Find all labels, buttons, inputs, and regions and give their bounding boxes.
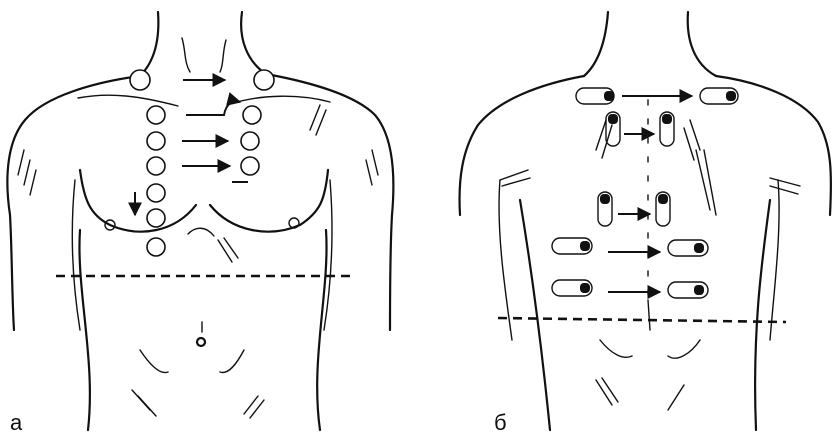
lower-back-right-crease (668, 340, 700, 410)
figure-label-a: а (10, 410, 23, 435)
percussion-point (130, 70, 150, 90)
finger-icon (552, 238, 592, 254)
left-arm-inner (499, 180, 512, 340)
percussion-point (147, 184, 165, 202)
left-torso-side (79, 230, 89, 430)
neck-muscle-right (220, 40, 226, 72)
neck-left-line (584, 12, 608, 76)
right-torso-side (317, 230, 326, 430)
right-arm-inner (770, 180, 779, 340)
percussion-point (243, 106, 261, 124)
percussion-point (241, 157, 259, 175)
finger-icon (576, 88, 614, 104)
shading-left-arm (18, 150, 36, 195)
finger-icon (606, 112, 620, 146)
scapula-right-shading (684, 120, 716, 215)
left-torso-side (520, 200, 550, 430)
percussion-point (241, 132, 259, 150)
shading-right-arm (366, 150, 378, 185)
spine-lower (648, 300, 650, 330)
finger-icon (552, 280, 592, 296)
figure-label-b: б (494, 410, 507, 435)
navel (197, 338, 205, 346)
neck-left-line (140, 12, 158, 76)
percussion-point (147, 106, 165, 124)
finger-icon (668, 282, 708, 298)
percussion-point (147, 157, 165, 175)
left-pectoral (80, 170, 196, 232)
sternum-notch (188, 228, 214, 236)
right-pectoral (210, 170, 328, 232)
percussion-point (147, 238, 165, 256)
back-left-shading (500, 170, 530, 186)
percussion-point (147, 132, 165, 150)
finger-icon (656, 192, 670, 226)
finger-icon (700, 88, 738, 104)
abdomen-right-crease (220, 350, 264, 418)
finger-pads-group (552, 88, 738, 298)
lower-back-left-crease (596, 340, 632, 405)
neck-muscle-left (182, 38, 190, 72)
right-shoulder-line (266, 74, 393, 330)
shading-right-chest (310, 105, 326, 135)
back-torso-figure: б (460, 12, 831, 435)
abdomen-left-crease (132, 350, 168, 416)
neck-right-line (688, 12, 716, 76)
left-collarbone (78, 95, 178, 106)
percussion-point (254, 70, 274, 90)
front-torso-figure: а (7, 12, 393, 435)
back-right-shading (770, 178, 800, 194)
neck-right-line (241, 12, 266, 74)
finger-icon (668, 240, 708, 256)
right-boundary-line (498, 318, 786, 322)
finger-icon (598, 192, 612, 226)
right-arm-inner (324, 180, 332, 330)
left-shoulder-line (460, 76, 584, 215)
finger-icon (660, 112, 674, 146)
scapula-left-shading (596, 120, 612, 158)
rib-hatching (218, 238, 238, 262)
right-collarbone (230, 96, 330, 104)
percussion-point (147, 209, 165, 227)
right-torso-side (755, 200, 770, 430)
